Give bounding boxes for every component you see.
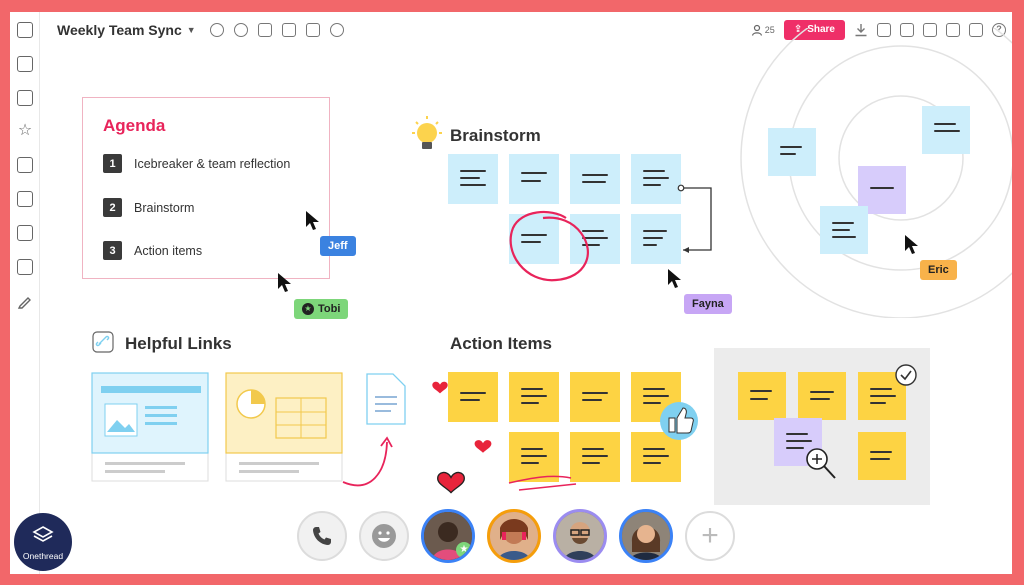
agenda-item-label: Icebreaker & team reflection [134, 156, 291, 171]
sticky-note[interactable] [631, 432, 681, 482]
lightbulb-icon [412, 116, 442, 149]
board-title[interactable]: Weekly Team Sync [57, 22, 182, 38]
star-icon[interactable]: ☆ [17, 122, 33, 139]
check-circle-icon [895, 364, 917, 386]
sticky-note[interactable] [570, 154, 620, 204]
agenda-item: 2 Brainstorm [103, 198, 194, 217]
user-icon [751, 24, 762, 36]
annotations-layer [509, 184, 712, 282]
user-count-value: 25 [764, 25, 775, 35]
sticky-note[interactable] [448, 372, 498, 422]
helpful-links-title: Helpful Links [125, 334, 232, 353]
collaborator-label-jeff: Jeff [320, 236, 356, 256]
link-previews[interactable] [91, 372, 411, 487]
redo-icon[interactable] [233, 23, 248, 37]
agenda-item-number: 2 [103, 198, 122, 217]
left-toolbar: ☆ [10, 12, 40, 574]
sticky-note[interactable] [570, 372, 620, 422]
reactions-layer [432, 381, 698, 494]
cursor-icon [905, 235, 918, 254]
emoji-button[interactable] [359, 511, 409, 561]
top-bar: Weekly Team Sync ▼ 25 ⇪ Share [41, 12, 1012, 48]
link-icon [92, 331, 114, 353]
zoom-in-icon [806, 448, 836, 479]
sticky-note[interactable] [509, 432, 559, 482]
pencil-icon[interactable] [17, 293, 33, 309]
agenda-title: Agenda [103, 116, 166, 135]
sticky-note[interactable] [509, 154, 559, 204]
collaborator-label-eric: Eric [920, 260, 957, 280]
timer-icon[interactable] [329, 23, 344, 37]
grid-icon[interactable] [17, 157, 33, 173]
cursor-icon [668, 269, 681, 288]
search-icon[interactable] [969, 23, 983, 37]
share-label: Share [807, 24, 835, 35]
collaborator-label-tobi: ★ Tobi [294, 299, 349, 319]
reactions-icon[interactable] [877, 23, 891, 37]
integrations-icon[interactable] [923, 23, 937, 37]
collaborator-name: Tobi [318, 303, 341, 315]
brainstorm-title: Brainstorm [450, 126, 541, 145]
brand-name: Onethread [22, 551, 64, 561]
action-items-title: Action Items [450, 334, 553, 353]
sticky-note[interactable] [631, 214, 681, 264]
help-icon[interactable]: ? [992, 23, 1006, 37]
agenda-item: 1 Icebreaker & team reflection [103, 154, 290, 173]
sticky-note[interactable] [448, 154, 498, 204]
avatar[interactable]: ★ [421, 509, 475, 563]
undo-icon[interactable] [209, 23, 224, 37]
top-tools [209, 23, 344, 37]
library-icon[interactable] [17, 225, 33, 241]
sticky-note[interactable] [509, 372, 559, 422]
sticky-note[interactable] [631, 154, 681, 204]
sticky-note[interactable] [858, 432, 906, 480]
sticky-note[interactable] [768, 128, 816, 176]
plus-icon: + [701, 519, 719, 552]
collaborator-label-fayna: Fayna [684, 294, 732, 314]
agenda-item: 3 Action items [103, 241, 202, 260]
frame-icon[interactable] [257, 23, 272, 37]
sticky-note[interactable] [570, 432, 620, 482]
agenda-item-label: Action items [134, 243, 203, 258]
sticky-note[interactable] [738, 372, 786, 420]
download-icon[interactable] [854, 23, 868, 37]
image-icon[interactable] [17, 191, 33, 207]
components-icon[interactable] [281, 23, 296, 37]
add-participant-button[interactable]: + [685, 511, 735, 561]
user-count[interactable]: 25 [751, 24, 775, 36]
cursor-icon [306, 211, 319, 230]
sticky-note[interactable] [798, 372, 846, 420]
smiley-icon [372, 524, 396, 548]
cursor-icon [278, 273, 291, 292]
call-dock: ★ + [297, 508, 735, 564]
comment-icon[interactable] [900, 23, 914, 37]
avatar[interactable] [619, 509, 673, 563]
avatar[interactable] [487, 509, 541, 563]
badge-icon: ★ [456, 542, 472, 558]
avatar[interactable] [553, 509, 607, 563]
phone-icon [313, 527, 331, 545]
agenda-card[interactable]: Agenda 1 Icebreaker & team reflection 2 … [82, 97, 330, 279]
notes-icon[interactable] [946, 23, 960, 37]
sticky-note[interactable] [570, 214, 620, 264]
agenda-item-number: 1 [103, 154, 122, 173]
sticky-note[interactable] [922, 106, 970, 154]
agenda-item-label: Brainstorm [134, 200, 195, 215]
whiteboard-app: ☆ Weekly Team Sync ▼ 25 ⇪ Share [10, 12, 1012, 574]
badge-icon: ★ [302, 303, 314, 315]
fit-screen-icon[interactable] [305, 23, 320, 37]
board-canvas[interactable]: Agenda 1 Icebreaker & team reflection 2 … [41, 28, 1012, 574]
call-button[interactable] [297, 511, 347, 561]
exit-icon[interactable] [17, 22, 33, 38]
chevron-down-icon[interactable]: ▼ [186, 25, 196, 35]
sticky-note-icon[interactable] [17, 56, 33, 72]
layers-icon [32, 526, 54, 542]
agenda-item-number: 3 [103, 241, 122, 260]
import-icon[interactable] [17, 259, 33, 275]
upload-icon: ⇪ [793, 24, 803, 35]
shapes-icon[interactable] [17, 90, 33, 106]
sticky-note[interactable] [820, 206, 868, 254]
brand-logo: Onethread [14, 513, 72, 571]
